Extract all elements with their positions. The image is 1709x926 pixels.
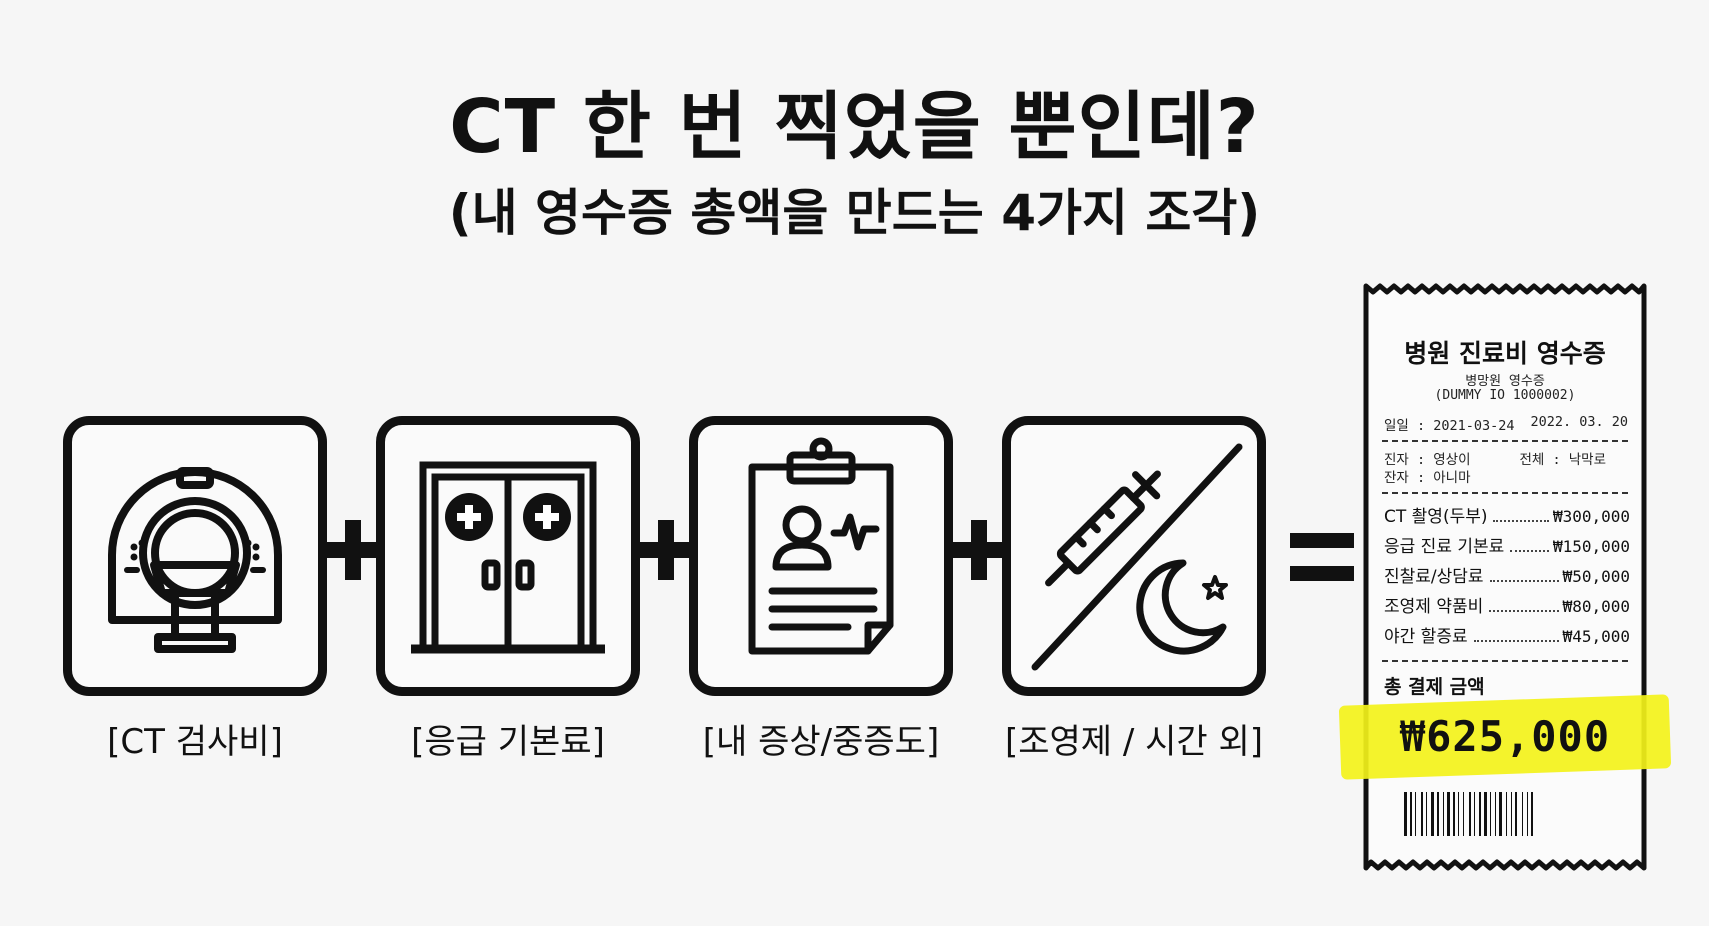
receipt-item-name: CT 촬영(두부) (1384, 507, 1488, 527)
receipt-divider (1382, 440, 1628, 442)
page-subtitle: (내 영수증 총액을 만드는 4가지 조각) (448, 184, 1261, 242)
receipt-item-amount: ₩80,000 (1562, 597, 1630, 616)
receipt-item-amount: ₩150,000 (1552, 537, 1630, 556)
receipt-item: 야간 할증료 ₩45,000 (1384, 622, 1630, 647)
receipt-title: 병원 진료비 영수증 (1404, 339, 1606, 368)
receipt-item-amount: ₩300,000 (1552, 507, 1630, 526)
receipt-item-name: 응급 진료 기본료 (1384, 537, 1505, 557)
receipt-date-left: 일일 : 2021-03-24 (1384, 418, 1515, 434)
emergency-door-icon (411, 461, 605, 654)
receipt-total-label: 총 결제 금액 (1384, 676, 1485, 698)
patient-chart-icon (748, 437, 894, 655)
receipt-date-row: 일일 : 2021-03-24 2022. 03. 20 (1384, 414, 1628, 434)
receipt-item-name: 조영제 약품비 (1384, 597, 1484, 617)
piece-label-symptom: [내 증상/중증도] (702, 722, 940, 762)
receipt-info2-left: 잔자 : 아니마 (1384, 470, 1471, 486)
equals-sign (1290, 533, 1354, 581)
receipt-item: 조영제 약품비 ₩80,000 (1384, 592, 1630, 617)
contrast-afterhours-tile (1002, 416, 1266, 696)
receipt-id: (DUMMY IO 1000002) (1434, 388, 1576, 403)
receipt-divider (1382, 492, 1628, 494)
plus-sign (949, 520, 1009, 580)
symptom-severity-tile (689, 416, 953, 696)
piece-label-emergency: [응급 기본료] (411, 722, 605, 762)
receipt-total-amount: ₩625,000 (1399, 712, 1611, 761)
piece-label-contrast: [조영제 / 시간 외] (1004, 722, 1264, 762)
receipt-divider (1382, 660, 1628, 662)
page-title: CT 한 번 찍었을 뿐인데? (449, 84, 1260, 170)
receipt-item: 응급 진료 기본료 ₩150,000 (1384, 532, 1630, 557)
receipt-info1-right: 전체 : 낙막로 (1519, 452, 1606, 468)
receipt-hospital: 병망원 영수증 (1465, 374, 1545, 389)
hospital-receipt: 병원 진료비 영수증 병망원 영수증 (DUMMY IO 1000002) 일일… (1338, 280, 1672, 876)
receipt-item-name: 야간 할증료 (1384, 627, 1468, 647)
receipt-item-amount: ₩50,000 (1562, 567, 1630, 586)
receipt-info1-left: 진자 : 영상이 (1384, 452, 1471, 468)
receipt-date-right: 2022. 03. 20 (1530, 414, 1628, 430)
receipt-info-row: 진자 : 영상이 전체 : 낙막로 (1384, 448, 1628, 468)
plus-sign (323, 520, 383, 580)
ct-scanner-icon (108, 467, 282, 653)
receipt-item: 진찰료/상담료 ₩50,000 (1384, 562, 1630, 587)
syringe-moon-icon (1031, 443, 1243, 671)
receipt-item-name: 진찰료/상담료 (1384, 567, 1484, 587)
plus-sign (636, 520, 696, 580)
emergency-fee-tile (376, 416, 640, 696)
receipt-info-row: 잔자 : 아니마 (1384, 466, 1628, 486)
receipt-item-amount: ₩45,000 (1562, 627, 1630, 646)
piece-label-ct: [CT 검사비] (107, 722, 283, 762)
ct-exam-tile (63, 416, 327, 696)
receipt-item: CT 촬영(두부) ₩300,000 (1384, 502, 1630, 527)
barcode (1404, 792, 1533, 836)
